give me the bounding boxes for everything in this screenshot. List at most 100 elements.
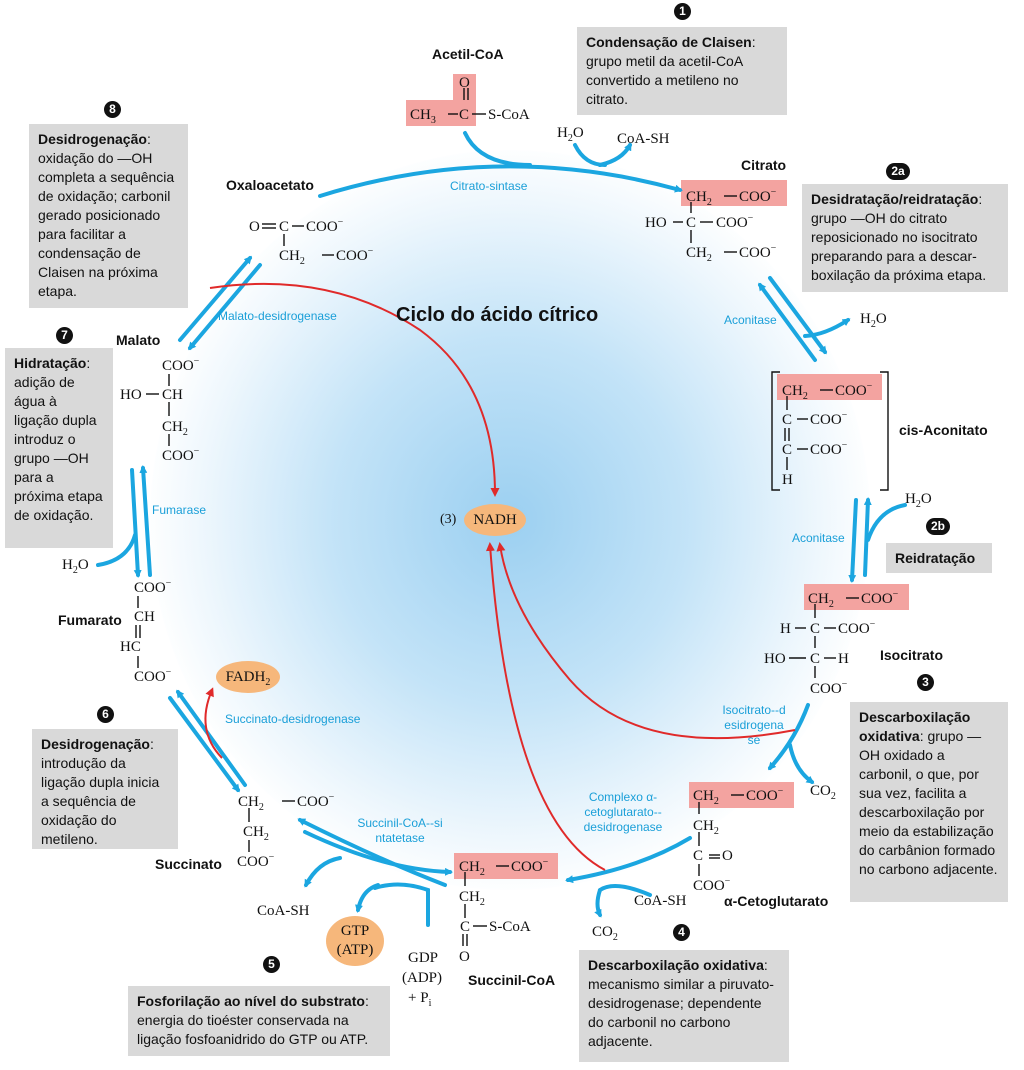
label-malate: Malato xyxy=(116,332,161,348)
enzyme-citrate-synthase: Citrato-sintase xyxy=(450,179,528,193)
svg-text:CH2: CH2 xyxy=(238,794,264,813)
step-text: grupo metil da acetil-CoA convertido a m… xyxy=(586,53,743,107)
arrow-h2o-out-2a xyxy=(803,318,851,338)
gtp-atp-oval: GTP (ATP) xyxy=(326,916,384,966)
label-succinate: Succinato xyxy=(155,856,222,872)
svg-text:COO−: COO− xyxy=(336,246,374,264)
step-box-8: Desidrogenação: oxidação do —OH completa… xyxy=(29,124,188,308)
step-badge-5: 5 xyxy=(263,956,280,973)
svg-text:C: C xyxy=(693,848,703,864)
svg-text:CH2: CH2 xyxy=(686,245,712,264)
svg-text:COO−: COO− xyxy=(810,410,848,428)
enzyme-isocitrate-dehydrogenase: Isocitrato--desidrogenase xyxy=(722,703,786,747)
svg-text:CH: CH xyxy=(134,609,155,625)
label-isocitrate: Isocitrato xyxy=(880,647,944,663)
step-box-5: Fosforilação ao nível do substrato: ener… xyxy=(128,986,390,1056)
enzyme-succinyl-coa-synthetase: Succinil-CoA--sintatetase xyxy=(357,816,443,845)
arrow-aconitase-rev xyxy=(758,282,817,362)
step-box-1: Condensação de Claisen: grupo metil da a… xyxy=(577,27,787,115)
arrow-h2o-in-2b xyxy=(866,503,907,542)
svg-text:CH2: CH2 xyxy=(693,818,719,837)
arrow-akgdh xyxy=(565,836,692,884)
svg-text:CH2: CH2 xyxy=(782,383,808,402)
step-text: energia do tioéster conservada na ligaçã… xyxy=(137,1012,369,1047)
svg-text:COO−: COO− xyxy=(835,381,873,399)
svg-text:CH2: CH2 xyxy=(693,788,719,807)
step-heading: Descarboxilação oxidativa xyxy=(588,957,764,973)
label-alpha-ketoglutarate: α-Cetoglutarato xyxy=(724,893,829,909)
svg-text:O: O xyxy=(722,848,733,864)
step-badge-2b: 2b xyxy=(926,518,950,535)
svg-text:CH2: CH2 xyxy=(459,859,485,878)
svg-text:H: H xyxy=(838,651,849,667)
arrow-fumarase-fwd xyxy=(139,465,152,577)
svg-text:(ADP): (ADP) xyxy=(402,970,442,986)
step-box-2b: Reidratação xyxy=(886,543,992,573)
step-badge-3: 3 xyxy=(917,674,934,691)
step-heading: Fosforilação ao nível do substrato xyxy=(137,993,365,1009)
svg-text:CH2: CH2 xyxy=(459,889,485,908)
arrow-aconitase2-rev xyxy=(863,497,872,577)
step-heading: Desidrogenação xyxy=(41,736,150,752)
fadh2-oval: FADH2 xyxy=(216,661,280,693)
svg-text:GDP: GDP xyxy=(408,950,438,966)
nadh-arrow-akgdh xyxy=(485,542,606,871)
enzyme-fumarase: Fumarase xyxy=(152,503,207,517)
step-heading: Hidratação xyxy=(14,355,87,371)
gtp-label: GTP xyxy=(340,923,370,939)
fadh2-arrow xyxy=(204,687,223,759)
svg-text:COO−: COO− xyxy=(810,440,848,458)
svg-text:HO: HO xyxy=(120,387,142,403)
diagram-title: Ciclo do ácido cítrico xyxy=(396,304,599,326)
svg-text:COO−: COO− xyxy=(739,243,777,261)
enzyme-aconitase-2: Aconitase xyxy=(792,531,845,545)
enzyme-succinate-dehydrogenase: Succinato-desidrogenase xyxy=(225,712,361,726)
svg-text:H: H xyxy=(782,472,793,488)
svg-text:H: H xyxy=(780,621,791,637)
arrow-h2o-in-1 xyxy=(573,143,607,167)
enzyme-aconitase-1: Aconitase xyxy=(724,313,777,327)
step-heading: Reidratação xyxy=(895,550,976,566)
nadh-arrow-mdh xyxy=(209,282,500,497)
svg-text:HO: HO xyxy=(645,215,667,231)
svg-text:H2O: H2O xyxy=(860,311,887,330)
step-box-4: Descarboxilação oxidativa: mecanismo sim… xyxy=(579,950,789,1062)
step-heading: Desidratação/reidratação xyxy=(811,191,979,207)
svg-text:C: C xyxy=(279,219,289,235)
nadh-arrow-idh xyxy=(496,542,796,740)
step-text: grupo —OH oxidado a carbonil, o que, por… xyxy=(859,728,998,877)
step-text: oxidação do —OH completa a sequência de … xyxy=(38,150,175,299)
arrow-co2-out-3 xyxy=(788,743,815,784)
svg-text:CO2: CO2 xyxy=(592,924,618,943)
isocitrate-highlight xyxy=(804,584,909,610)
label-oxaloacetate: Oxaloacetato xyxy=(226,177,314,193)
arrow-coash-out-5 xyxy=(304,856,342,888)
arrow-mdh-fwd xyxy=(178,255,252,342)
svg-text:O: O xyxy=(249,219,260,235)
svg-text:HC: HC xyxy=(120,639,141,655)
svg-text:CO2: CO2 xyxy=(810,783,836,802)
arrow-h2o-in-7 xyxy=(96,533,137,567)
step-text: adição de água à ligação dupla introduz … xyxy=(14,374,103,523)
svg-text:O: O xyxy=(459,75,470,91)
svg-text:CoA-SH: CoA-SH xyxy=(617,131,670,147)
svg-text:COO−: COO− xyxy=(237,852,275,870)
svg-text:COO−: COO− xyxy=(739,187,777,205)
step-text: grupo —OH do citrato reposicionado no is… xyxy=(811,210,987,283)
svg-text:HO: HO xyxy=(764,651,786,667)
arrow-coash-in-4 xyxy=(598,884,652,897)
arrow-acetyl-entry xyxy=(463,131,532,167)
svg-text:COO−: COO− xyxy=(838,619,876,637)
arrow-aconitase2-fwd xyxy=(848,498,858,583)
label-citrate: Citrato xyxy=(741,157,787,173)
step-badge-7: 7 xyxy=(56,327,73,344)
arrow-sdh-fwd xyxy=(176,689,247,787)
atp-label: (ATP) xyxy=(336,942,374,958)
step-text: introdução da ligação dupla inicia a seq… xyxy=(41,755,160,847)
label-succinyl-coa: Succinil-CoA xyxy=(468,972,556,988)
svg-text:COO−: COO− xyxy=(134,667,172,685)
svg-text:CoA-SH: CoA-SH xyxy=(257,903,310,919)
svg-text:H2O: H2O xyxy=(62,557,89,576)
